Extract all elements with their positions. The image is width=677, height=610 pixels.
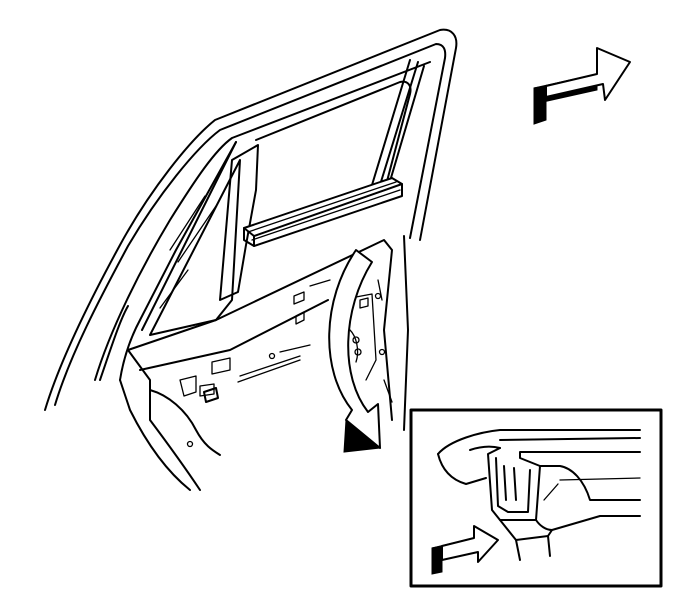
forward-direction-arrow xyxy=(533,47,631,125)
door-inner-panel xyxy=(119,235,409,491)
callout-arrow xyxy=(328,249,382,453)
door-window-frame xyxy=(44,28,458,411)
inset-push-arrow xyxy=(431,525,499,575)
window-seal-strip xyxy=(243,177,403,247)
window-glass xyxy=(141,80,412,336)
division-channel xyxy=(371,59,425,189)
inset-detail xyxy=(409,408,663,588)
